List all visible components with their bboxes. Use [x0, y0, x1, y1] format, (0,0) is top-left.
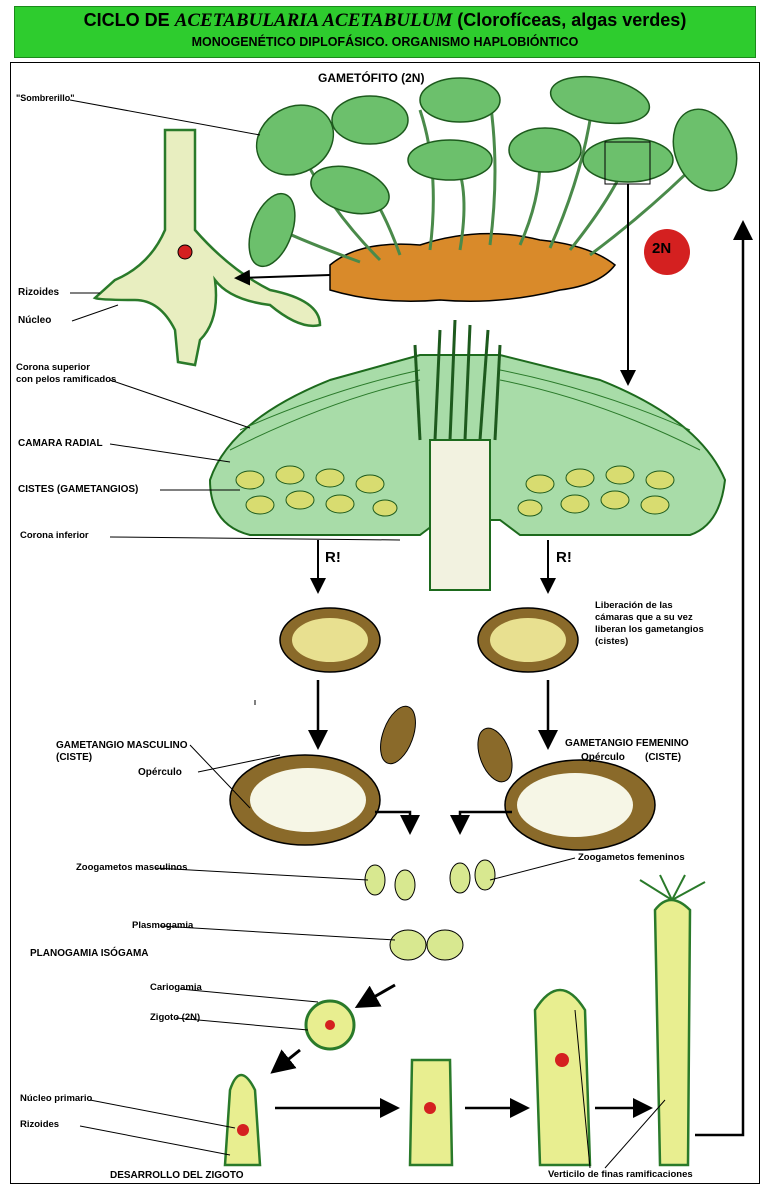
label-cistes: CISTES (GAMETANGIOS) — [18, 484, 138, 496]
central-stalk — [430, 440, 490, 590]
label-corona-inferior: Corona inferior — [20, 530, 89, 542]
plasmogamy-cells — [390, 930, 426, 960]
label-corona-superior-1: Corona superior — [16, 362, 90, 374]
label-cariogamia: Cariogamia — [150, 982, 202, 994]
label-r-left: R! — [325, 552, 341, 564]
label-gam-fem-1: GAMETANGIO FEMENINO — [565, 738, 689, 750]
label-planogamia: PLANOGAMIA ISÓGAMA — [30, 948, 149, 960]
whorl-branches — [640, 875, 705, 900]
label-liberacion-1: Liberación de las — [595, 600, 673, 612]
rhizoid-nucleus — [178, 245, 192, 259]
substrate-rock — [330, 234, 615, 302]
label-gam-masc-2: (CISTE) — [56, 752, 92, 764]
label-operculo-right: Opérculo — [581, 752, 625, 764]
label-liberacion-2: cámaras que a su vez — [595, 612, 693, 624]
label-verticilo: Verticilo de finas ramificaciones — [548, 1169, 693, 1181]
label-zoo-fem: Zoogametos femeninos — [578, 852, 685, 864]
label-gametofito: GAMETÓFITO (2N) — [318, 72, 424, 84]
label-zoo-masc: Zoogametos masculinos — [76, 862, 187, 874]
label-operculo-left: Opérculo — [138, 767, 182, 779]
label-ploidy: 2N — [652, 243, 671, 255]
label-nucleo-primario: Núcleo primario — [20, 1093, 92, 1105]
label-gam-masc-1: GAMETANGIO MASCULINO — [56, 740, 187, 752]
label-liberacion-4: (cistes) — [595, 636, 628, 648]
young-thallus-4 — [655, 900, 690, 1165]
cycle-return-arrow — [695, 225, 743, 1135]
label-r-right: R! — [556, 552, 572, 564]
label-corona-superior-2: con pelos ramificados — [16, 374, 116, 386]
young-thallus-1 — [225, 1075, 260, 1165]
zoogametes — [365, 860, 495, 900]
label-zigoto: Zigoto (2N) — [150, 1012, 200, 1024]
label-liberacion-3: liberan los gametangios — [595, 624, 704, 636]
male-operculum — [374, 702, 423, 769]
label-gam-fem-2: (CISTE) — [645, 752, 681, 764]
label-rizoides-top: Rizoides — [18, 287, 59, 299]
label-nucleo: Núcleo — [18, 315, 51, 327]
label-plasmogamia: Plasmogamia — [132, 920, 193, 932]
label-rizoides-bottom: Rizoides — [20, 1119, 59, 1131]
female-operculum — [471, 724, 518, 787]
label-desarrollo: DESARROLLO DEL ZIGOTO — [110, 1170, 244, 1182]
label-camara-radial: CAMARA RADIAL — [18, 438, 103, 450]
label-sombrerillo: "Sombrerillo" — [16, 92, 75, 104]
